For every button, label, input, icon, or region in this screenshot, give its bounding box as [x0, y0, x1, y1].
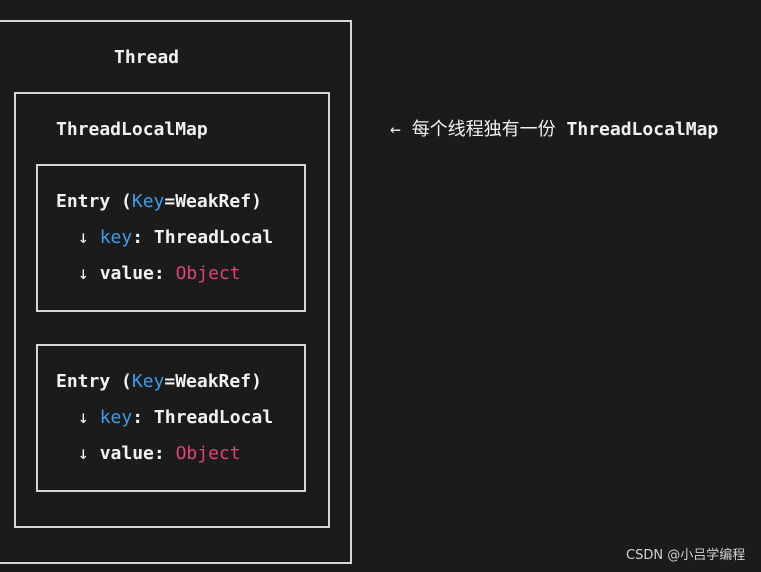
down-arrow-icon: ↓ — [78, 227, 89, 248]
annotation-code: ThreadLocalMap — [566, 119, 719, 140]
down-arrow-icon: ↓ — [78, 407, 89, 428]
annotation: ← 每个线程独有一份 ThreadLocalMap — [390, 119, 718, 141]
entry-2-key-row: ↓ key: ThreadLocal — [78, 407, 273, 429]
entry-header-prefix: Entry ( — [56, 191, 132, 212]
entry-box-2 — [36, 344, 306, 492]
threadlocalmap-box — [14, 92, 330, 528]
entry-header-prefix: Entry ( — [56, 371, 132, 392]
entry-key-colon: : — [132, 407, 144, 428]
entry-key-value: ThreadLocal — [153, 407, 274, 428]
entry-1-header: Entry (Key=WeakRef) — [56, 191, 262, 213]
entry-key-value: ThreadLocal — [153, 227, 274, 248]
entry-header-suffix: =WeakRef) — [164, 191, 262, 212]
entry-key-label: key — [99, 227, 133, 248]
left-arrow-icon: ← — [390, 119, 401, 140]
entry-2-value-row: ↓ value: Object — [78, 443, 241, 465]
entry-header-key: Key — [131, 191, 165, 212]
entry-1-key-row: ↓ key: ThreadLocal — [78, 227, 273, 249]
thread-title: Thread — [114, 47, 180, 68]
entry-header-suffix: =WeakRef) — [164, 371, 262, 392]
watermark: CSDN @小吕学编程 — [626, 548, 746, 563]
threadlocalmap-title: ThreadLocalMap — [56, 119, 208, 140]
annotation-text: 每个线程独有一份 — [411, 119, 556, 140]
down-arrow-icon: ↓ — [78, 263, 89, 284]
entry-box-1 — [36, 164, 306, 312]
down-arrow-icon: ↓ — [78, 443, 89, 464]
entry-value-label: value: — [99, 263, 165, 284]
entry-value-label: value: — [99, 443, 165, 464]
thread-box — [0, 20, 352, 564]
entry-2-header: Entry (Key=WeakRef) — [56, 371, 262, 393]
entry-value-value: Object — [175, 263, 241, 284]
entry-key-colon: : — [132, 227, 144, 248]
entry-header-key: Key — [131, 371, 165, 392]
entry-key-label: key — [99, 407, 133, 428]
entry-value-value: Object — [175, 443, 241, 464]
entry-1-value-row: ↓ value: Object — [78, 263, 241, 285]
